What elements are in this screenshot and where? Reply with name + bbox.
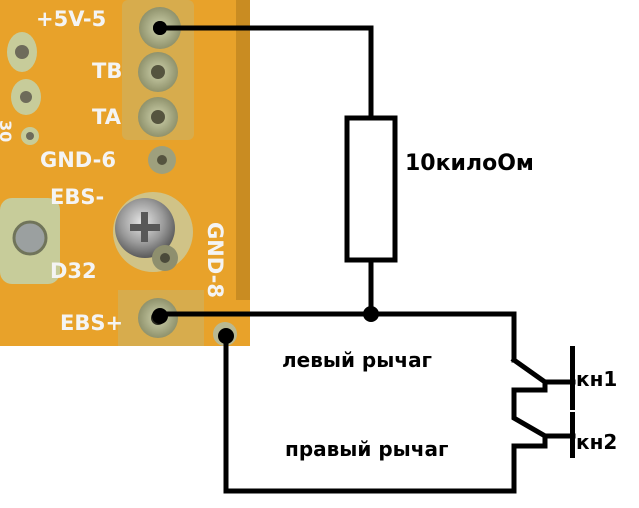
wire-5v-to-resistor <box>157 25 374 119</box>
label-ebs-minus: EBS- <box>50 185 104 209</box>
wire-ebs-plus-to-buttons <box>155 311 517 363</box>
label-edge-mark: 30 <box>0 120 15 142</box>
label-tb: TB <box>92 59 122 83</box>
d32-component-hole <box>12 220 48 256</box>
node-gnd8 <box>218 328 234 344</box>
label-ebs-plus: EBS+ <box>60 311 123 335</box>
pin-ta-hole <box>151 110 165 124</box>
node-junction <box>363 306 379 322</box>
screw-slot-v <box>141 212 148 242</box>
pin-tb-hole <box>151 65 165 79</box>
label-ta: TA <box>92 105 122 129</box>
label-5v: +5V-5 <box>36 7 106 31</box>
pin-gnd6-hole <box>157 155 167 165</box>
button2-label: кн2 <box>576 430 617 454</box>
wiring <box>155 25 576 494</box>
resistor-label: 10килоОм <box>405 151 534 176</box>
pin-lower-hole <box>160 253 170 263</box>
button2-bar <box>570 412 575 458</box>
board-edge-whitespace <box>250 0 278 346</box>
left-pad-3-hole <box>26 132 34 140</box>
button1-bar <box>570 346 575 410</box>
board-edge-shade <box>236 0 250 300</box>
node-5v <box>153 21 167 35</box>
left-lever-label: левый рычаг <box>282 348 432 372</box>
left-pad-1-hole <box>15 45 29 59</box>
label-gnd8: GND-8 <box>203 222 227 298</box>
pcb-photo: +5V-5 TB TA GND-6 EBS- D32 EBS+ GND-8 30 <box>0 0 278 346</box>
resistor-symbol <box>344 115 398 263</box>
label-d32: D32 <box>50 259 97 283</box>
left-pad-2-hole <box>20 91 32 103</box>
right-lever-label: правый рычаг <box>285 437 448 461</box>
node-ebs-plus <box>152 308 168 324</box>
button1-label: кн1 <box>576 367 617 391</box>
label-gnd6: GND-6 <box>40 148 116 172</box>
